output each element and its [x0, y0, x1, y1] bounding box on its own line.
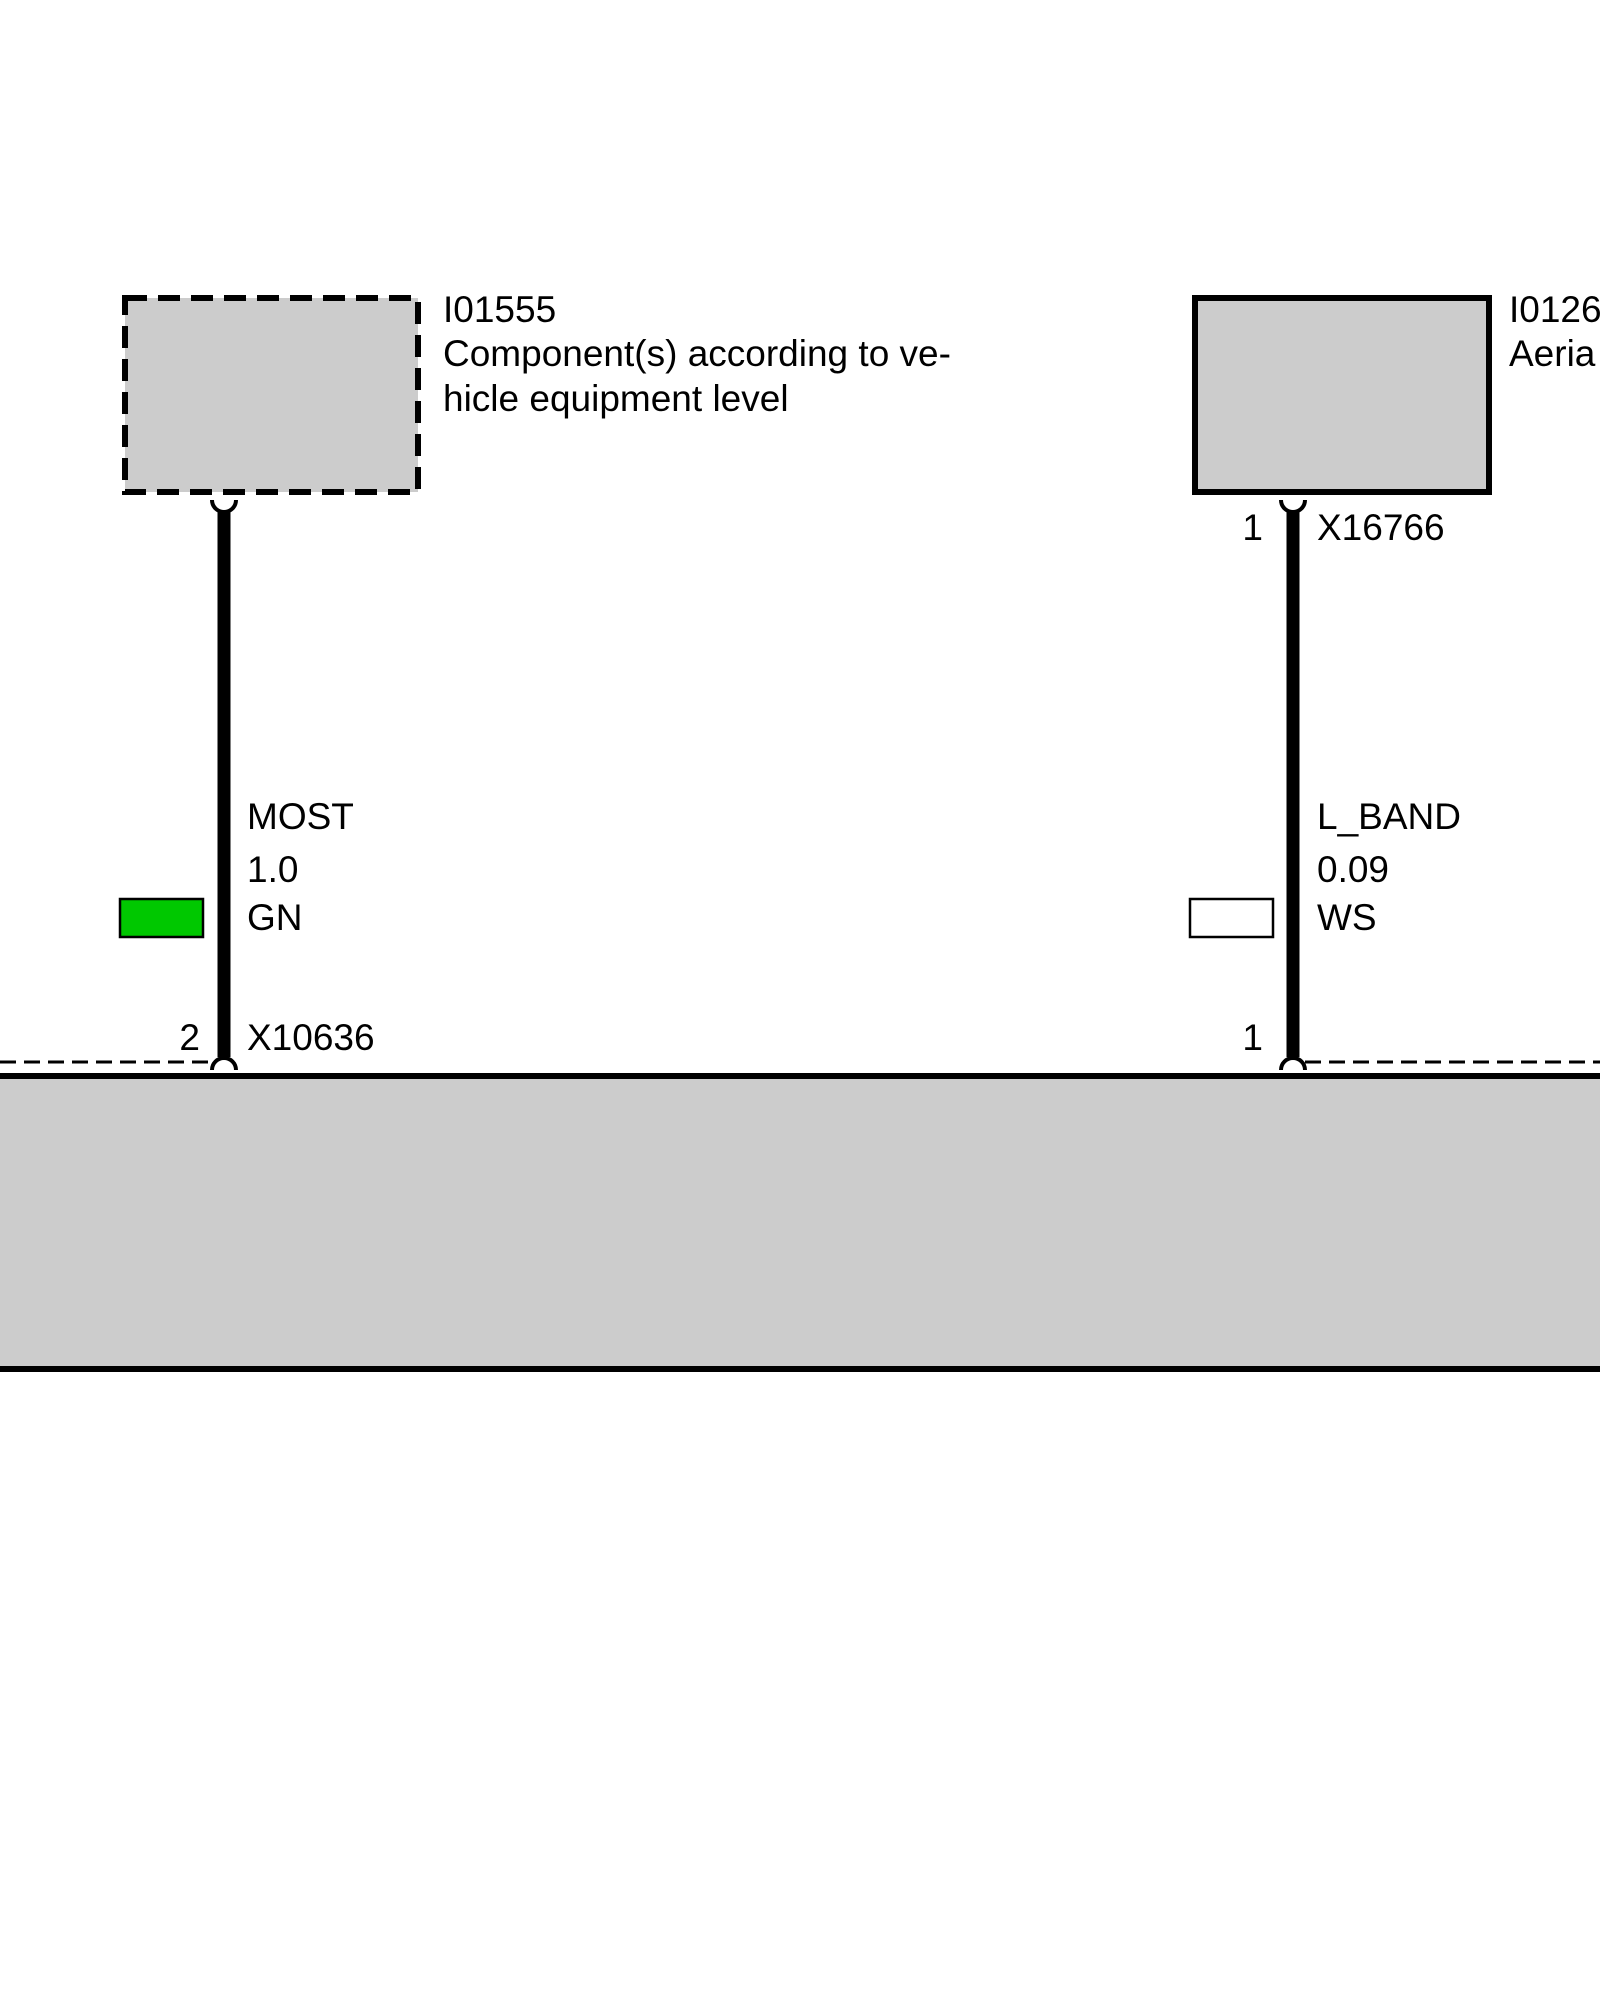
- wire-color-code-left: GN: [247, 897, 303, 938]
- component-box-left: [122, 295, 421, 495]
- connector-pin-right-bottom: 1: [1242, 1017, 1263, 1058]
- connector-symbol-right-bottom: [1279, 1056, 1307, 1071]
- connector-pin-left-bottom: 2: [179, 1017, 200, 1058]
- wire-color-swatch-right: [1188, 897, 1275, 939]
- connector-symbol-left-bottom: [210, 1056, 238, 1071]
- connector-pin-right-top: 1: [1242, 507, 1263, 548]
- component-description-left-line2: hicle equipment level: [443, 378, 789, 419]
- module-box-bottom: [0, 1073, 1600, 1372]
- wire-cross-section-left: 1.0: [247, 849, 298, 890]
- wire-cross-section-right: 0.09: [1317, 849, 1389, 890]
- wire-signal-right: L_BAND: [1317, 796, 1461, 837]
- connector-id-right-top: X16766: [1317, 507, 1445, 548]
- component-id-left: I01555: [443, 289, 556, 330]
- component-id-right: I0126: [1509, 289, 1600, 330]
- wire-signal-left: MOST: [247, 796, 354, 837]
- connector-id-left-bottom: X10636: [247, 1017, 375, 1058]
- wire-color-swatch-left: [118, 897, 205, 939]
- component-box-right: [1192, 295, 1492, 495]
- component-description-left-line1: Component(s) according to ve-: [443, 333, 951, 374]
- component-description-right-line1: Aeria: [1509, 333, 1596, 374]
- wire-color-code-right: WS: [1317, 897, 1377, 938]
